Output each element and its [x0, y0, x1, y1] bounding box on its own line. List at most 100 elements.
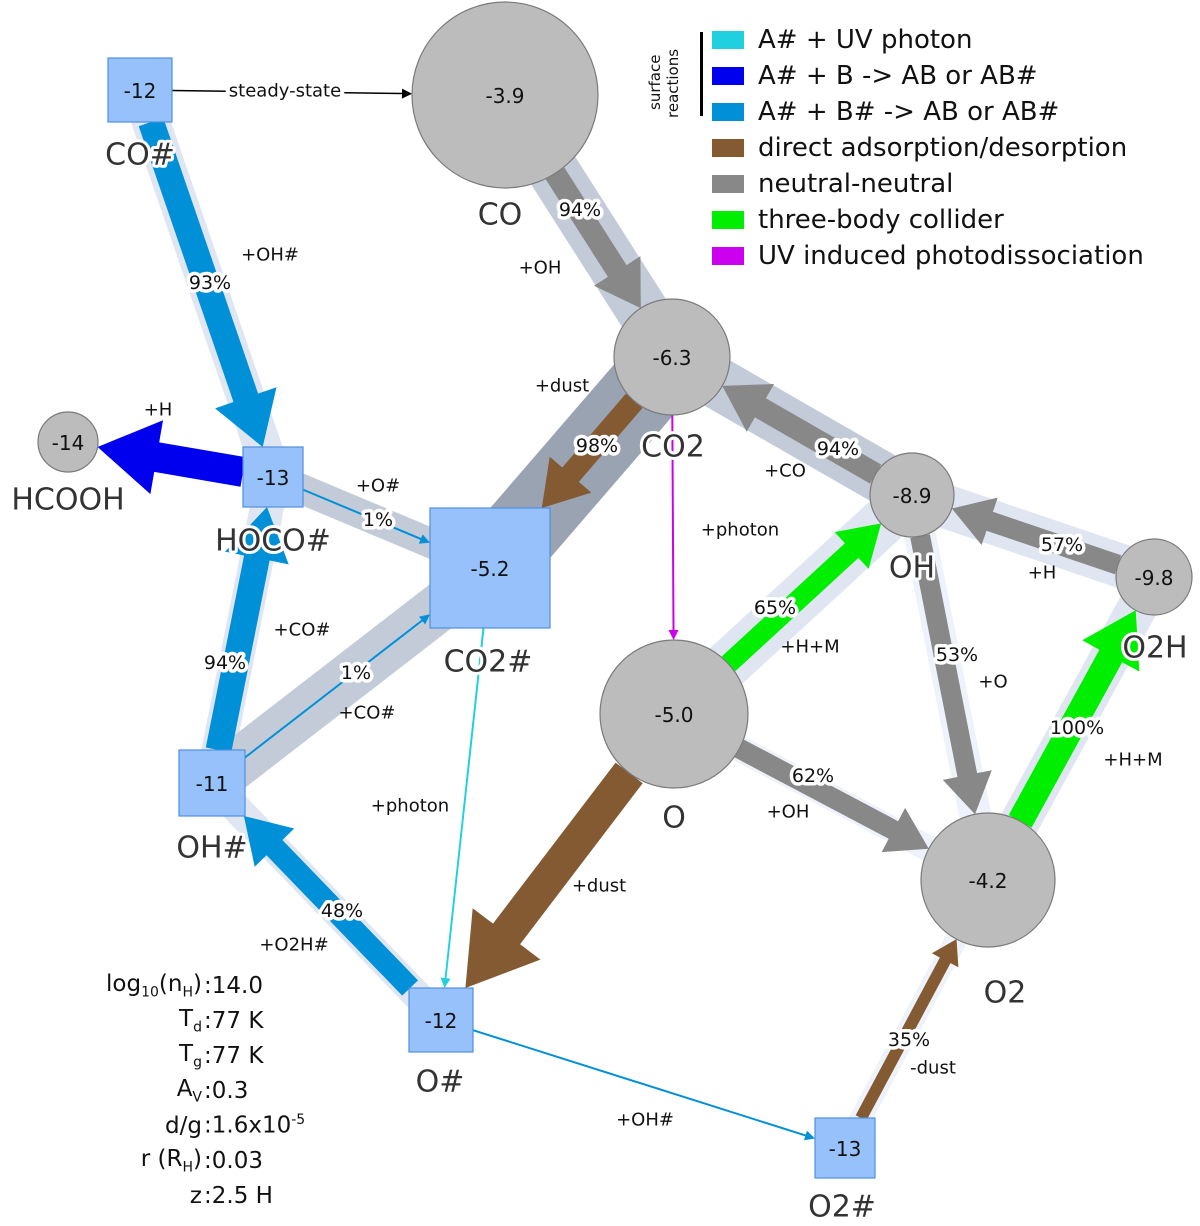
species-name: CO [478, 198, 523, 233]
param-gas-temperature: Tg:77 K [179, 1040, 264, 1071]
reaction-arrow-co2-to-o [668, 415, 679, 640]
branching-percent: 94% [817, 438, 859, 460]
abundance-value: -13 [829, 1137, 862, 1161]
species-name: CO2# [444, 645, 533, 680]
ice-species-square [814, 1117, 876, 1179]
reaction-label: +OH [519, 258, 562, 279]
abundance-value: -8.9 [892, 484, 931, 508]
legend-swatch [712, 247, 744, 265]
reaction-label: +CO# [339, 703, 396, 724]
species-node-co2-ice: -5.2 [429, 507, 551, 629]
species-name: O2 [984, 976, 1027, 1011]
abundance-value: -12 [124, 79, 157, 103]
branching-percent: 35% [888, 1029, 930, 1051]
reaction-arrow-o2h-to-oh [951, 497, 1122, 575]
reaction-arrow-co2-ice-to-o-ice [440, 627, 485, 988]
species-name: O# [416, 1065, 465, 1100]
ice-species-square [178, 749, 246, 817]
species-name: CO# [105, 138, 175, 173]
legend-item: A# + B -> AB or AB# [712, 58, 1144, 94]
branching-percent: 100% [1050, 717, 1104, 739]
reaction-arrow-o2-ice-to-o2 [855, 939, 959, 1121]
species-node-co2: -6.3 [613, 298, 731, 416]
ice-species-square [408, 987, 474, 1053]
legend-item: UV induced photodissociation [712, 238, 1144, 274]
species-name: O [662, 801, 686, 836]
abundance-value: -13 [257, 466, 290, 490]
reaction-arrow-co2-to-co2-ice [541, 393, 643, 508]
legend-swatch [712, 67, 744, 85]
branching-percent: 1% [363, 509, 393, 531]
species-node-o2h: -9.8 [1115, 538, 1193, 616]
reaction-label: +O# [356, 476, 400, 497]
ice-species-square [429, 507, 551, 629]
gas-species-circle [37, 411, 99, 473]
gas-species-circle [920, 812, 1056, 948]
reaction-label: +OH [767, 802, 810, 823]
branching-percent: 1% [341, 662, 371, 684]
reaction-label: +CO# [274, 620, 331, 641]
species-node-o2: -4.2 [920, 812, 1056, 948]
reaction-arrow-co-ice-to-co [172, 88, 412, 99]
species-name: OH# [176, 831, 247, 866]
reaction-label: steady-state [229, 81, 341, 102]
param-radius: r (RH):0.03 [140, 1145, 263, 1176]
branching-percent: 94% [204, 652, 246, 674]
reaction-label: +OH# [241, 245, 299, 266]
reaction-arrow-hoco-ice-to-hcooh [97, 420, 246, 495]
gas-species-circle [869, 452, 955, 538]
branching-percent: 94% [559, 199, 601, 221]
reaction-arrow-co-ice-to-hoco-ice [138, 117, 277, 448]
legend-item: A# + B# -> AB or AB# [712, 94, 1144, 130]
species-node-hoco-ice: -13 [242, 446, 304, 508]
gas-species-circle [599, 639, 749, 789]
legend-item: direct adsorption/desorption [712, 130, 1144, 166]
reaction-label: +dust [572, 876, 626, 897]
abundance-value: -5.0 [654, 703, 693, 727]
reaction-label: +H+M [780, 637, 839, 658]
legend-swatch [712, 139, 744, 157]
legend-swatch [712, 175, 744, 193]
abundance-value: -11 [196, 772, 229, 796]
species-node-o-ice: -12 [408, 987, 474, 1053]
branching-percent: 53% [936, 644, 978, 666]
species-node-oh-ice: -11 [178, 749, 246, 817]
branching-percent: 57% [1041, 534, 1083, 556]
edge-labels: steady-state+OH#93%+OH94%+dust98%+CO94%+… [8, 77, 1190, 1226]
reaction-arrow-co-to-co2 [545, 167, 641, 309]
reaction-label: -dust [910, 1058, 956, 1079]
branching-percent: 98% [576, 435, 618, 457]
legend-item: A# + UV photon [712, 22, 1144, 58]
reaction-arrow-o-ice-to-oh-ice [243, 816, 418, 996]
abundance-value: -12 [425, 1009, 458, 1033]
reaction-label: +CO [764, 461, 806, 482]
species-name: O2# [808, 1190, 876, 1225]
reaction-arrow-o-to-oh [721, 523, 882, 672]
reaction-arrow-o-to-o2 [734, 739, 929, 853]
param-density: log10(nH):14.0 [106, 970, 263, 1001]
reaction-label: +photon [701, 520, 779, 541]
ice-species-square [107, 57, 173, 123]
legend-swatch [712, 31, 744, 49]
branching-percent: 65% [754, 597, 796, 619]
reaction-label: +dust [535, 376, 589, 397]
abundance-value: -14 [52, 431, 85, 455]
reaction-arrow-o-ice-to-o2-ice [472, 1029, 815, 1141]
branching-percent: 62% [792, 765, 834, 787]
edges [97, 88, 1140, 1141]
abundance-value: -5.2 [470, 557, 509, 581]
species-name: OH [889, 551, 935, 586]
reaction-arrow-oh-to-co2 [722, 384, 882, 484]
species-name: CO2 [641, 430, 705, 465]
model-parameters: log10(nH):14.0 Td:77 K Tg:77 K AV:0.3 d/… [10, 968, 305, 1213]
reaction-arrow-oh-ice-to-co2-ice [244, 614, 430, 759]
branching-percent: 48% [321, 900, 363, 922]
reaction-label: +OH# [616, 1110, 674, 1131]
nodes: -12-3.9-6.3-14-13-5.2-8.9-9.8-5.0-11-4.2… [37, 1, 1193, 1179]
param-extinction: AV:0.3 [176, 1075, 249, 1106]
reaction-arrow-o-to-o-ice [465, 762, 643, 988]
reaction-arrow-oh-to-o2 [910, 534, 992, 815]
reaction-arrow-hoco-ice-to-co2-ice [302, 488, 430, 544]
species-name: HOCO# [215, 524, 331, 559]
